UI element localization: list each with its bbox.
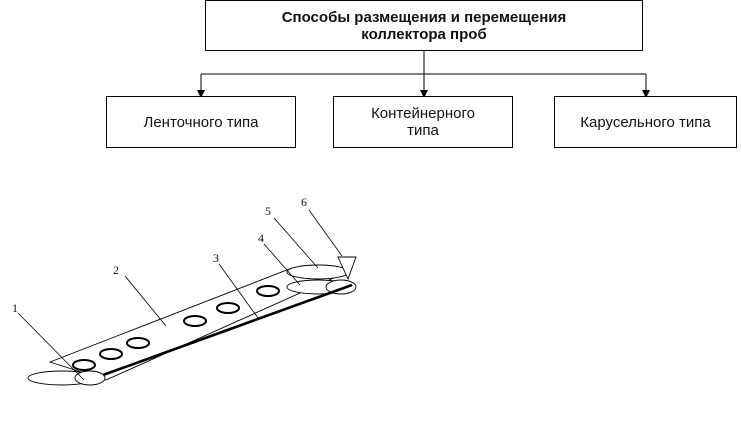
- container-type-label-line-2: типа: [407, 122, 439, 139]
- nozzle-funnel: [337, 256, 357, 281]
- part-number-3: 3: [213, 251, 219, 265]
- sample-cup: [126, 337, 150, 349]
- leader-line-5: [273, 217, 319, 269]
- leader-line-3: [218, 263, 259, 319]
- belt-type-label: Ленточного типа: [143, 113, 259, 131]
- leader-line-1: [17, 312, 85, 381]
- part-number-1: 1: [12, 301, 18, 315]
- sample-cup: [216, 302, 240, 314]
- carousel-type-box: Карусельного типа: [554, 96, 737, 148]
- scheme-title-line-1: Способы размещения и перемещения: [281, 8, 567, 26]
- leader-line-4: [263, 243, 301, 286]
- scheme-title-box: Способы размещения и перемещения коллект…: [205, 0, 643, 51]
- sample-cup: [72, 359, 96, 371]
- part-number-6: 6: [301, 195, 307, 209]
- left-roller-end: [74, 370, 106, 386]
- part-number-4: 4: [258, 231, 264, 245]
- belt-bottom-edge: [102, 283, 353, 377]
- sample-cup: [99, 348, 123, 360]
- part-number-5: 5: [265, 204, 271, 218]
- carousel-type-label: Карусельного типа: [580, 113, 711, 131]
- right-roller-top: [286, 264, 350, 280]
- leader-line-6: [308, 209, 343, 257]
- sample-cup: [256, 285, 280, 297]
- sample-cup: [183, 315, 207, 327]
- container-type-label-line-1: Контейнерного: [371, 105, 475, 122]
- part-number-2: 2: [113, 263, 119, 277]
- container-type-box: Контейнерного типа: [333, 96, 513, 148]
- scheme-title-line-2: коллектора проб: [361, 25, 487, 43]
- belt-type-box: Ленточного типа: [106, 96, 296, 148]
- leader-line-2: [124, 275, 167, 327]
